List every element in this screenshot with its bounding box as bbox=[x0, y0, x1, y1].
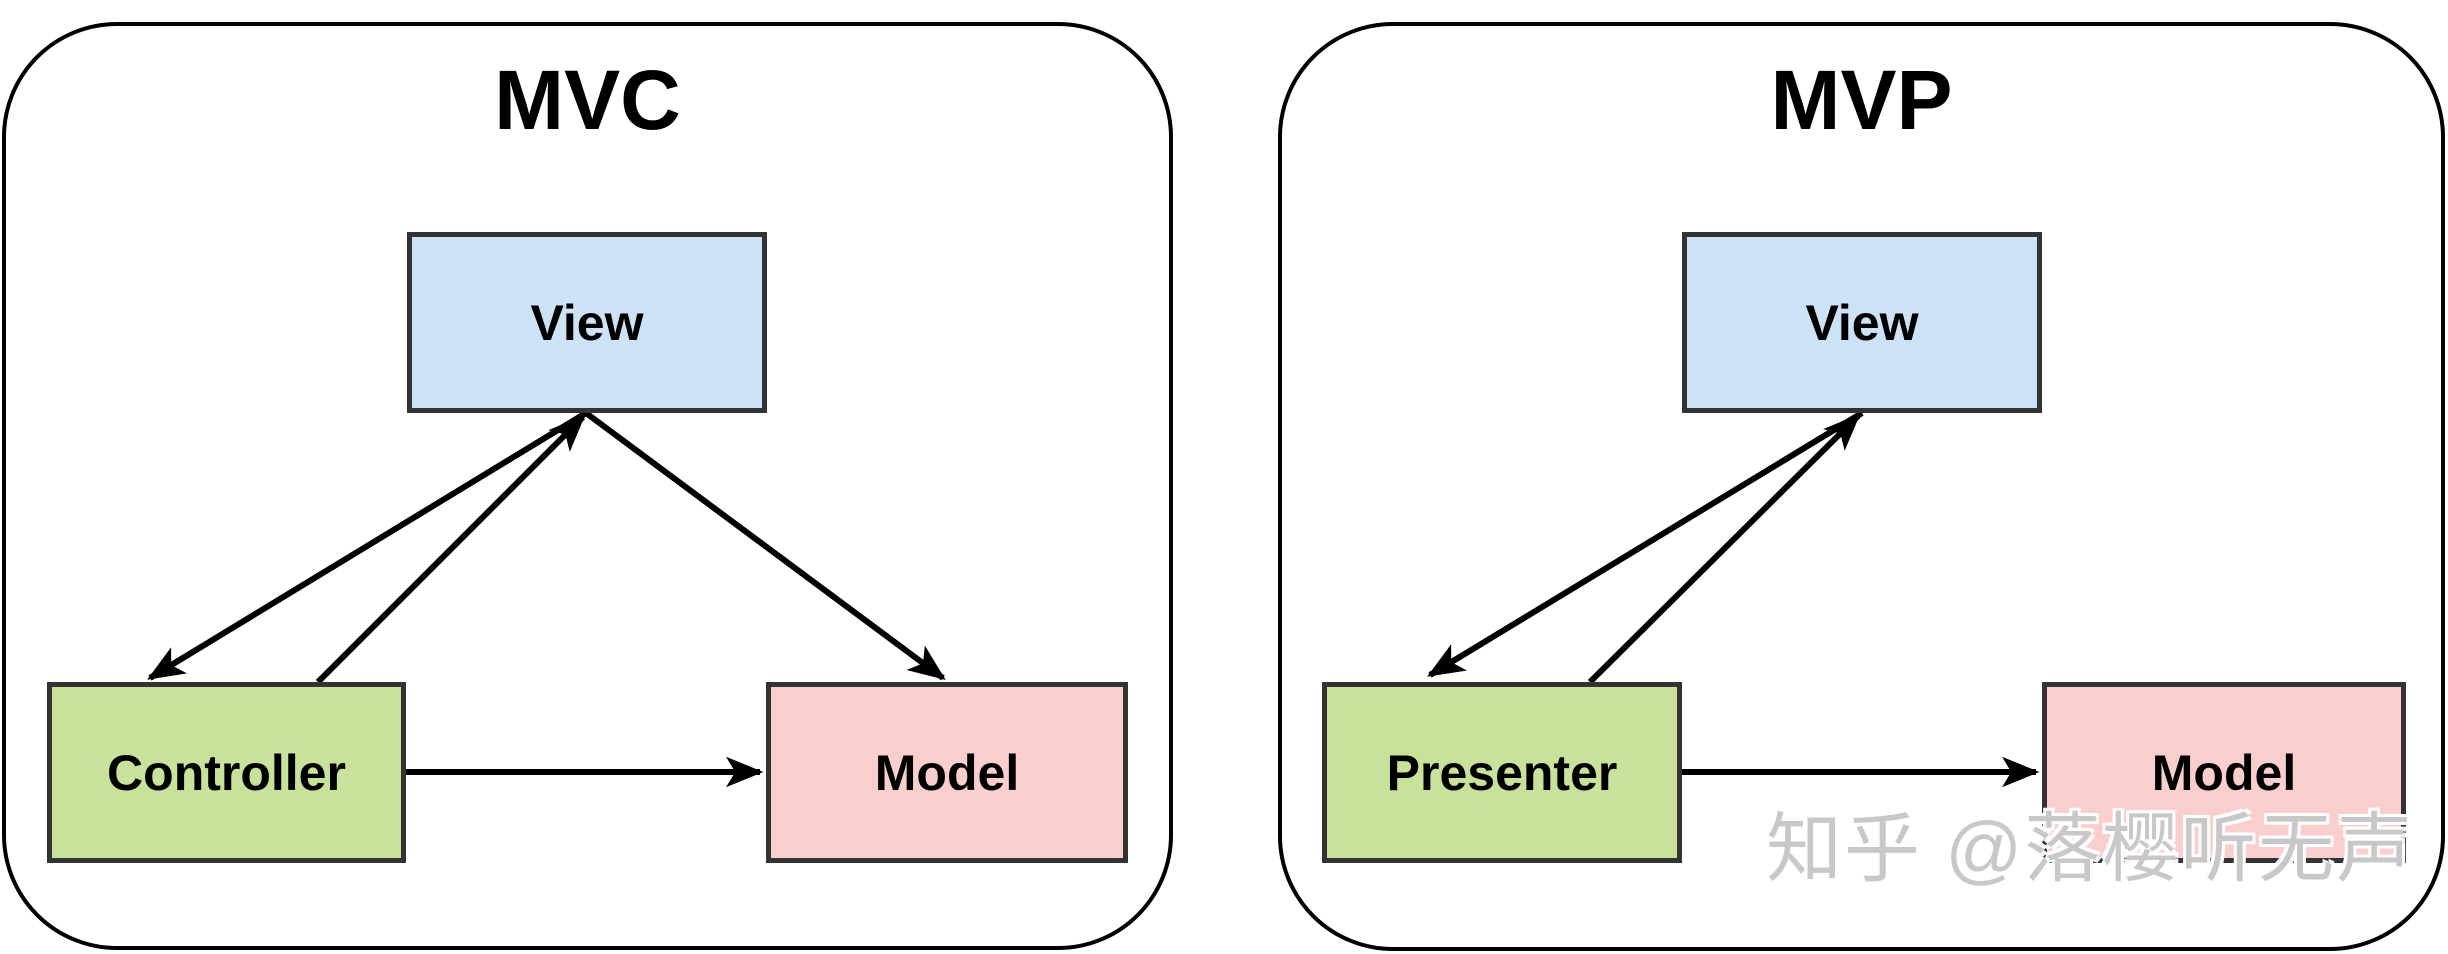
mvc-view-box: View bbox=[407, 232, 767, 413]
mvp-panel bbox=[1278, 22, 2445, 951]
mvp-view-label: View bbox=[1805, 294, 1919, 351]
mvc-panel bbox=[2, 22, 1173, 950]
mvp-title: MVP bbox=[1770, 53, 1953, 147]
mvp-presenter-box: Presenter bbox=[1322, 682, 1682, 863]
zhihu-watermark: 知乎 @落樱听无声 bbox=[1766, 807, 2415, 892]
mvc-model-label: Model bbox=[874, 744, 1020, 801]
mvp-presenter-label: Presenter bbox=[1386, 744, 1618, 801]
mvc-controller-box: Controller bbox=[47, 682, 406, 863]
mvc-view-label: View bbox=[530, 294, 644, 351]
mvp-model-label: Model bbox=[2151, 744, 2297, 801]
mvc-model-box: Model bbox=[766, 682, 1128, 863]
mvc-controller-label: Controller bbox=[107, 744, 346, 801]
mvp-view-box: View bbox=[1682, 232, 2042, 413]
mvc-title: MVC bbox=[494, 53, 681, 147]
mvp-model-box: Model bbox=[2042, 682, 2406, 863]
